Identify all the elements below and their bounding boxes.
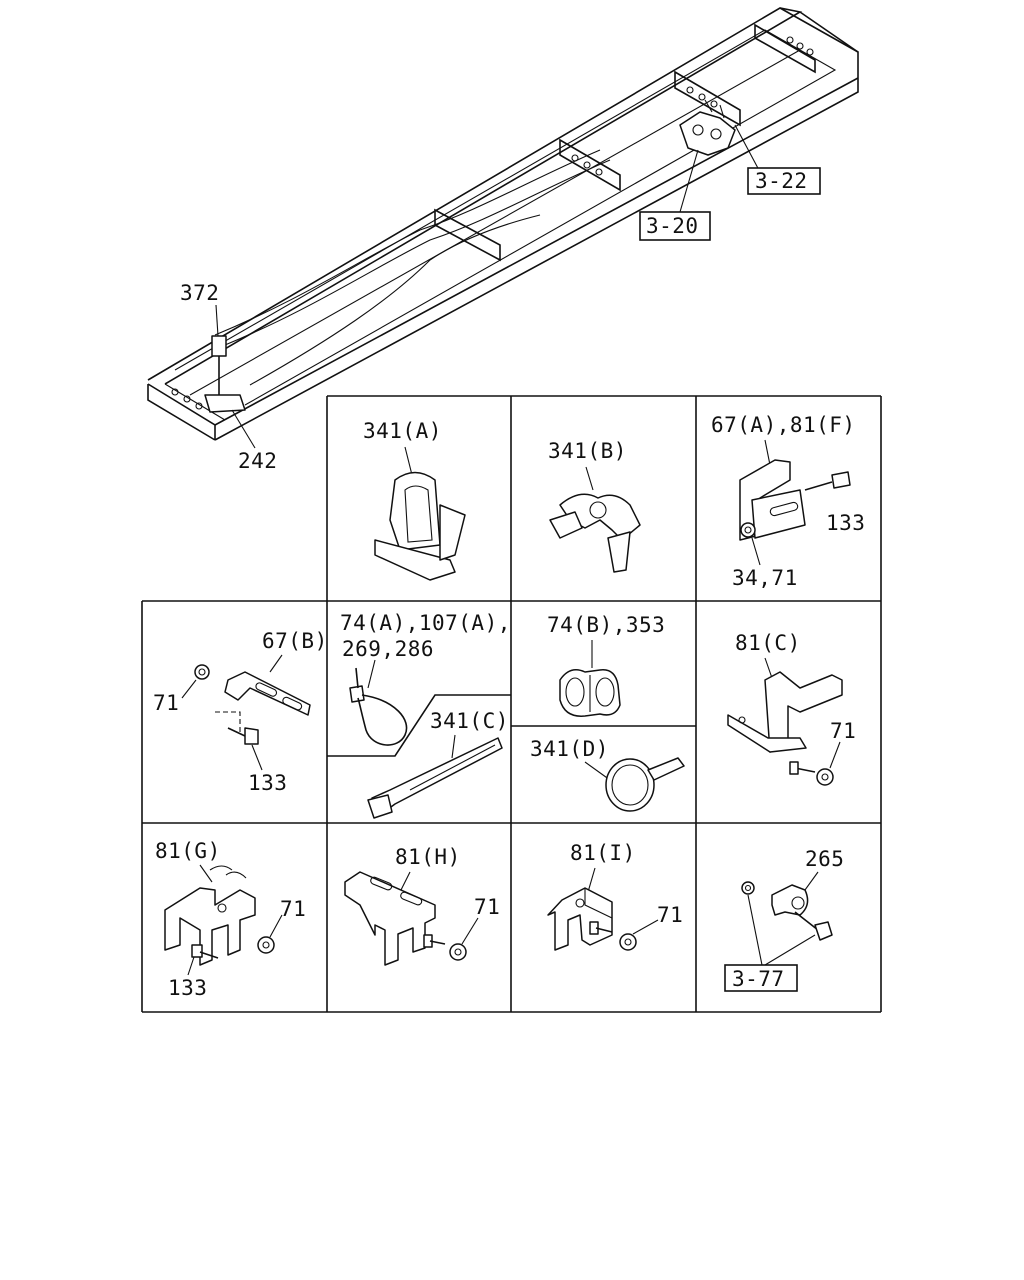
clip-341a-icon[interactable] xyxy=(374,471,466,581)
bolt-133-icon[interactable] xyxy=(227,727,259,745)
strap-341d-icon[interactable] xyxy=(605,757,685,812)
bracket-81c-icon[interactable] xyxy=(727,671,843,753)
ref-3-22-label: 3-22 xyxy=(755,169,808,193)
label-81g: 81(G) xyxy=(155,839,221,863)
cell-67b: 67(B) 71 133 xyxy=(153,629,328,795)
nut-34-71-icon[interactable] xyxy=(740,522,756,538)
cell-81g: 81(G) 133 71 xyxy=(155,839,306,1000)
cell-341b: 341(B) xyxy=(548,439,641,573)
cell-341c: 341(C) xyxy=(367,709,509,819)
clip-265-icon[interactable] xyxy=(771,884,809,916)
clip-341b-icon[interactable] xyxy=(549,493,641,573)
ref-box-3-22[interactable] xyxy=(747,167,821,195)
ref-3-20-label: 3-20 xyxy=(646,214,699,238)
cell-265: 265 3-77 xyxy=(724,847,844,992)
bracket-67b-icon[interactable] xyxy=(224,671,311,716)
ref-box-3-77[interactable] xyxy=(724,964,798,992)
label-67a-nut: 34,71 xyxy=(732,566,798,590)
cell-81h: 81(H) 71 xyxy=(344,845,500,966)
bolt-372-label: 372 xyxy=(180,281,219,305)
bracket-81g-icon[interactable] xyxy=(164,865,256,966)
bracket-67a-icon[interactable] xyxy=(739,459,806,541)
washer-icon[interactable] xyxy=(741,881,755,895)
cell-74b: 74(B),353 xyxy=(547,613,665,717)
label-81c: 81(C) xyxy=(735,631,801,655)
nut-71-icon[interactable] xyxy=(816,768,834,786)
label-341d: 341(D) xyxy=(530,737,609,761)
bolt-icon[interactable] xyxy=(423,934,446,948)
chassis-frame xyxy=(147,7,859,449)
bolt-133-icon[interactable] xyxy=(804,471,851,491)
cell-341d: 341(D) xyxy=(530,737,685,812)
label-81g-bolt: 133 xyxy=(168,976,207,1000)
bolt-icon[interactable] xyxy=(589,921,613,935)
bolt-icon[interactable] xyxy=(794,911,833,941)
cell-341a: 341(A) xyxy=(363,419,466,581)
parts-grid xyxy=(141,395,882,1013)
label-341c: 341(C) xyxy=(430,709,509,733)
cell-74a: 74(A),107(A), 269,286 xyxy=(340,611,511,746)
label-81i-nut: 71 xyxy=(657,903,683,927)
label-74a-line2: 269,286 xyxy=(342,637,434,661)
bolt-icon[interactable] xyxy=(789,761,816,775)
label-81i: 81(I) xyxy=(570,841,636,865)
label-74a-line1: 74(A),107(A), xyxy=(340,611,511,635)
cable-tie-341c-icon[interactable] xyxy=(367,737,503,819)
label-265: 265 xyxy=(805,847,844,871)
label-81h-nut: 71 xyxy=(474,895,500,919)
label-81g-nut: 71 xyxy=(280,897,306,921)
nut-71-icon[interactable] xyxy=(194,664,210,680)
label-67b: 67(B) xyxy=(262,629,328,653)
cell-67a: 67(A),81(F) 133 34,71 xyxy=(711,413,865,590)
label-341a: 341(A) xyxy=(363,419,442,443)
cell-81c: 81(C) 71 xyxy=(727,631,856,786)
bolt-133-icon[interactable] xyxy=(191,944,219,959)
label-67b-bolt: 133 xyxy=(248,771,287,795)
label-81h: 81(H) xyxy=(395,845,461,869)
cell-81i: 81(I) 71 xyxy=(547,841,683,951)
nut-71-icon[interactable] xyxy=(619,933,637,951)
ref-box-3-20[interactable] xyxy=(639,211,711,241)
ref-3-77-label: 3-77 xyxy=(732,967,785,991)
label-67a: 67(A),81(F) xyxy=(711,413,856,437)
label-67b-nut: 71 xyxy=(153,691,179,715)
label-67a-bolt: 133 xyxy=(826,511,865,535)
nut-71-icon[interactable] xyxy=(449,943,467,961)
label-341b: 341(B) xyxy=(548,439,627,463)
cable-tie-74a-icon[interactable] xyxy=(349,667,408,746)
clamp-74b-icon[interactable] xyxy=(559,669,621,717)
bracket-81i-icon[interactable] xyxy=(547,887,613,951)
bracket-81h-icon[interactable] xyxy=(344,871,436,966)
nut-71-icon[interactable] xyxy=(257,936,275,954)
label-81c-nut: 71 xyxy=(830,719,856,743)
bracket-242-label: 242 xyxy=(238,449,277,473)
label-74b: 74(B),353 xyxy=(547,613,665,637)
